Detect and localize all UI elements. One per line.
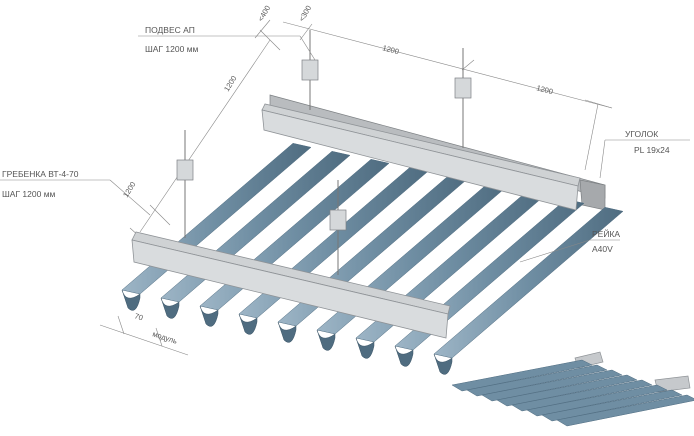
inset-slat <box>556 394 694 427</box>
inset-slat <box>496 374 638 407</box>
slat-end <box>316 329 336 351</box>
top-dimension-lines <box>254 19 613 171</box>
slat-end <box>355 337 375 359</box>
slat-end <box>238 313 258 335</box>
hanger-bracket <box>301 59 319 81</box>
slat-spec: A40V <box>592 244 613 254</box>
module-dimension <box>99 315 189 356</box>
slat-end <box>433 353 453 375</box>
left-dimension-lines <box>129 29 281 247</box>
labels: ПОДВЕС АП ШАГ 1200 мм ГРЕБЕНКА ВТ-4-70 Ш… <box>2 25 670 254</box>
comb-front <box>131 231 451 339</box>
slat-end <box>121 289 141 311</box>
slat-end <box>199 305 219 327</box>
hanger-bracket <box>329 209 347 231</box>
dim-left-1200-b: 1200 <box>121 180 137 199</box>
module-label: модуль <box>151 329 178 345</box>
comb-back <box>261 103 581 211</box>
angle-title: УГОЛОК <box>625 129 658 139</box>
inset-slat <box>541 389 683 422</box>
leader-lines <box>0 35 690 263</box>
hanger-step: ШАГ 1200 мм <box>145 44 199 54</box>
slat-end <box>277 321 297 343</box>
slat-end <box>160 297 180 319</box>
hangers <box>176 30 472 275</box>
slat-title: РЕЙКА <box>592 228 620 239</box>
inset-slat <box>526 384 668 417</box>
inset-slat <box>466 364 608 397</box>
slat-end <box>394 345 414 367</box>
slat-inset <box>451 351 694 427</box>
dim-top-1200-a: 1200 <box>381 43 399 56</box>
module-value: 70 <box>133 311 144 322</box>
angle-spec: PL 19x24 <box>634 145 670 155</box>
slat-body <box>433 207 624 359</box>
inset-slat <box>451 359 593 392</box>
hanger-title: ПОДВЕС АП <box>145 25 195 35</box>
comb-step: ШАГ 1200 мм <box>2 189 56 199</box>
dim-top-1200-b: 1200 <box>535 83 553 96</box>
inset-slat <box>511 379 653 412</box>
dim-300: <300 <box>297 4 313 23</box>
comb-title: ГРЕБЕНКА ВТ-4-70 <box>2 169 79 179</box>
hanger-bracket <box>176 159 194 181</box>
hanger-bracket <box>454 77 472 99</box>
inset-slat <box>481 369 623 402</box>
